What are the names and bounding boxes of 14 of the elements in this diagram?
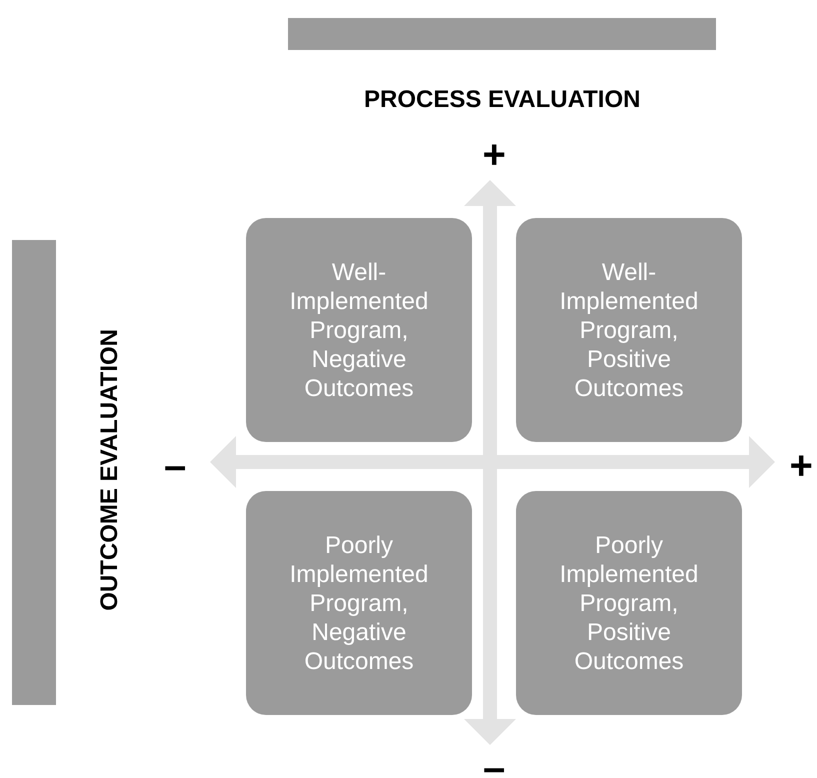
quadrant-text: Poorly Implemented Program, Negative Outcomes xyxy=(288,530,430,676)
minus-sign: – xyxy=(483,748,506,778)
quadrant-box xyxy=(516,491,742,715)
plus-sign: + xyxy=(482,135,506,175)
quadrant-text: Well-Implemented Program, Positive Outcomes xyxy=(558,258,700,402)
quadrant-text: Well-Implemented Program, Negative Outcomes xyxy=(288,258,430,402)
axis-title: OUTCOME EVALUATION xyxy=(98,329,122,611)
plus-sign: + xyxy=(790,446,813,486)
quadrant-box xyxy=(246,218,472,442)
quadrant-box xyxy=(516,218,742,442)
axis-title: PROCESS EVALUATION xyxy=(364,88,640,112)
minus-sign: – xyxy=(164,446,186,486)
quadrant-box xyxy=(246,491,472,715)
quadrant-text: Poorly Implemented Program, Positive Outcomes xyxy=(558,530,700,676)
